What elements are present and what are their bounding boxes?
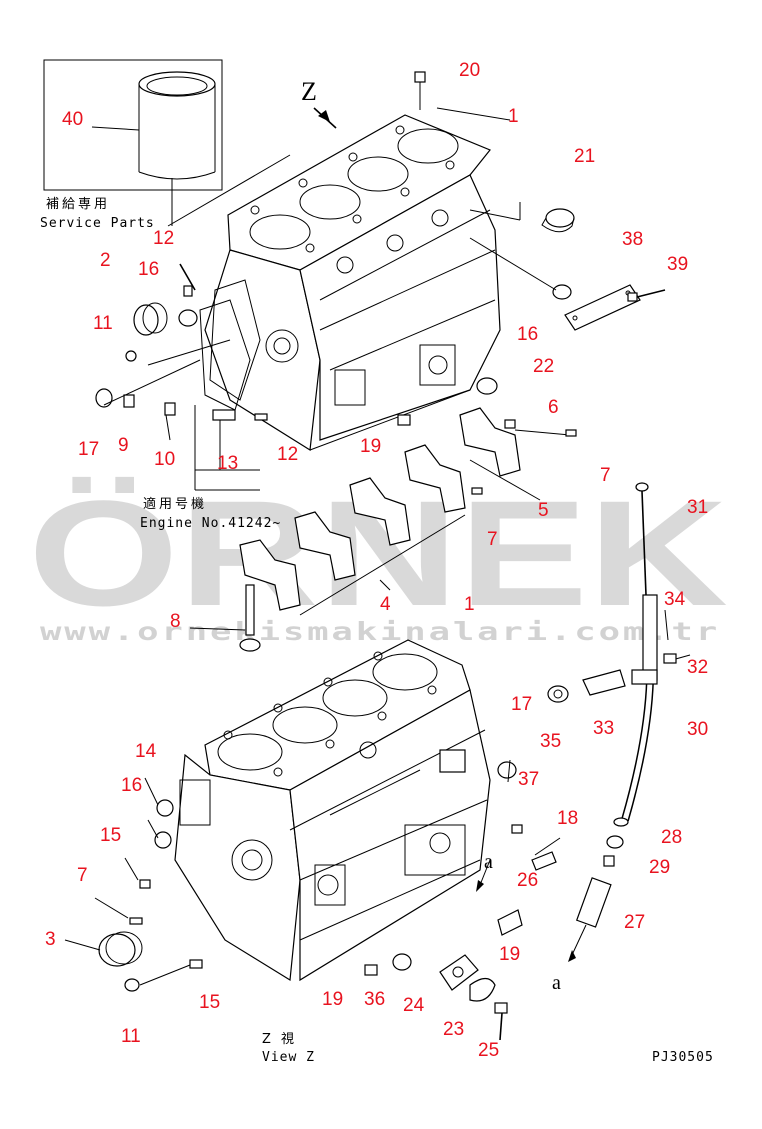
part-number-26: 26 (517, 870, 538, 891)
view-z-en-label: View Z (262, 1050, 315, 1065)
part-number-13: 13 (217, 453, 238, 474)
part-number-36: 36 (364, 989, 385, 1010)
part-number-37: 37 (518, 769, 539, 790)
part-number-35: 35 (540, 731, 561, 752)
part-number-17-upper: 17 (78, 439, 99, 460)
part-number-19-upper: 19 (360, 436, 381, 457)
part-number-23: 23 (443, 1019, 464, 1040)
arrow-label-a-lower: a (552, 972, 561, 994)
part-number-5: 5 (538, 500, 549, 521)
applicable-engine-jp-label: 適用号機 (143, 496, 207, 512)
part-number-1-lower: 1 (464, 594, 475, 615)
service-parts-en-label: Service Parts (40, 216, 155, 231)
part-number-16-left: 16 (138, 259, 159, 280)
part-number-12-lower: 12 (277, 444, 298, 465)
part-number-3: 3 (45, 929, 56, 950)
part-number-29: 29 (649, 857, 670, 878)
part-number-1-upper: 1 (508, 106, 519, 127)
upper-cylinder-block (199, 114, 501, 452)
part-number-38: 38 (622, 229, 643, 250)
part-number-15-upper: 15 (100, 825, 121, 846)
part-number-22: 22 (533, 356, 554, 377)
applicable-engine-en-label: Engine No.41242~ (140, 516, 281, 531)
part-number-11-upper: 11 (93, 313, 113, 334)
dipstick-assembly (547, 482, 691, 962)
part-number-24: 24 (403, 995, 425, 1016)
part-number-7-right: 7 (600, 465, 611, 486)
part-number-8: 8 (170, 611, 181, 632)
part-number-31: 31 (687, 497, 708, 518)
part-number-25: 25 (478, 1040, 499, 1061)
view-marker-z: Z (301, 77, 317, 106)
part-number-7-lower: 7 (77, 865, 88, 886)
lower-cylinder-block (174, 639, 491, 982)
main-bearing-caps (189, 407, 577, 652)
arrow-label-a-upper: a (484, 851, 493, 873)
part-number-20: 20 (459, 60, 480, 81)
part-number-32: 32 (687, 657, 708, 678)
part-number-6: 6 (548, 397, 559, 418)
inset-frame (43, 59, 223, 191)
cylinder-liner-top (138, 71, 216, 97)
part-number-40: 40 (62, 109, 83, 130)
part-number-14: 14 (135, 741, 157, 762)
part-number-33: 33 (593, 718, 614, 739)
part-number-19-lower-right: 19 (499, 944, 520, 965)
lower-small-parts (64, 759, 561, 1041)
part-number-7-middle: 7 (487, 529, 498, 550)
part-number-2: 2 (100, 250, 111, 271)
part-number-12-upper: 12 (153, 228, 174, 249)
part-number-15-lower: 15 (199, 992, 220, 1013)
watermark-url: www.ornekismakinalari.com.tr (40, 617, 720, 646)
part-number-34: 34 (664, 589, 686, 610)
part-number-16-lower: 16 (121, 775, 142, 796)
upper-small-parts (95, 71, 666, 491)
part-number-9: 9 (118, 435, 129, 456)
part-number-11-lower: 11 (121, 1026, 141, 1047)
part-number-17-lower: 17 (511, 694, 532, 715)
part-number-28: 28 (661, 827, 682, 848)
service-parts-jp-label: 補給専用 (46, 197, 110, 212)
view-z-jp-label: Z 視 (262, 1032, 297, 1047)
part-number-30: 30 (687, 719, 708, 740)
annotations: Z a a 補給専用 Service Parts 適用号機 Engine No.… (40, 77, 714, 1065)
part-number-16-right: 16 (517, 324, 538, 345)
part-number-21: 21 (574, 146, 595, 167)
drawing-code: PJ30505 (652, 1050, 714, 1065)
part-number-27: 27 (624, 912, 645, 933)
part-number-labels: 40 20 1 21 12 2 16 38 39 11 16 22 17 9 1… (45, 60, 708, 1061)
part-number-4: 4 (380, 594, 391, 615)
part-number-19-lower-left: 19 (322, 989, 343, 1010)
part-number-18: 18 (557, 808, 578, 829)
part-number-39: 39 (667, 254, 688, 275)
service-parts-inset (43, 59, 223, 226)
part-number-10: 10 (154, 449, 175, 470)
